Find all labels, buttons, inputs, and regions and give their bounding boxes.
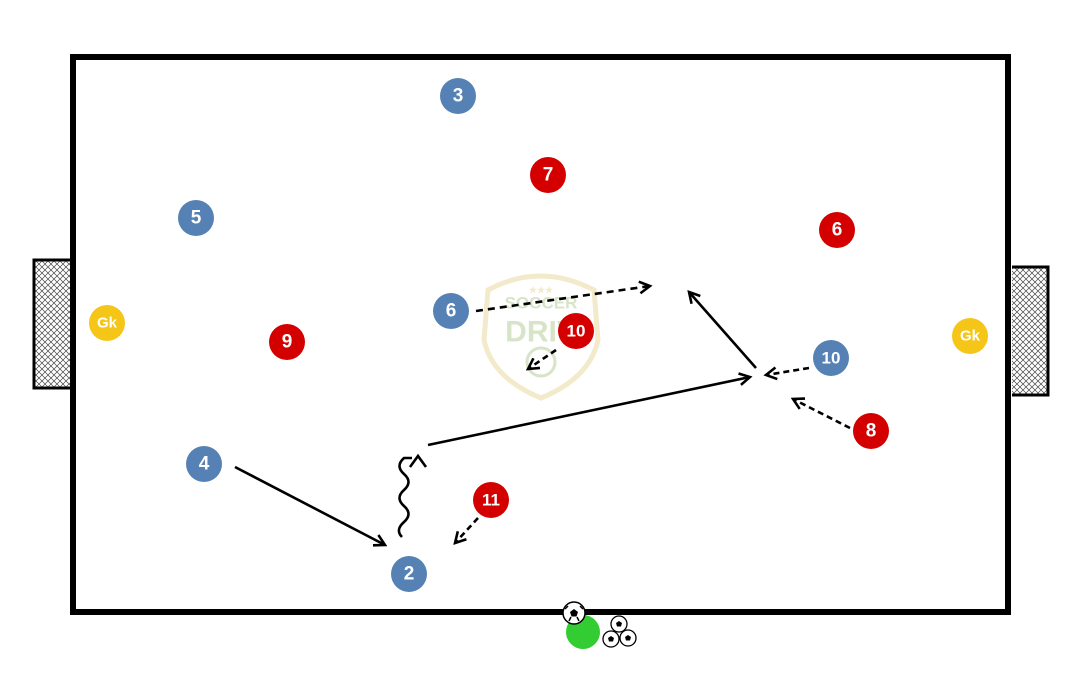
pitch-boundary bbox=[70, 54, 1011, 615]
player-blue-5: 5 bbox=[178, 200, 214, 236]
svg-text:2: 2 bbox=[404, 564, 415, 585]
run-10-red bbox=[528, 348, 557, 369]
blue-team: 3 5 6 10 4 2 bbox=[178, 78, 849, 592]
player-blue-3: 3 bbox=[440, 78, 476, 114]
player-blue-2: 2 bbox=[391, 556, 427, 592]
player-blue-6: 6 bbox=[433, 293, 469, 329]
run-8-red bbox=[793, 399, 851, 430]
player-blue-4: 4 bbox=[186, 446, 222, 482]
svg-text:7: 7 bbox=[543, 165, 554, 186]
goal-net-icon bbox=[1012, 265, 1050, 397]
svg-text:5: 5 bbox=[191, 208, 202, 229]
goal-net-icon bbox=[32, 258, 70, 390]
goalkeepers: Gk Gk bbox=[89, 305, 988, 354]
svg-text:10: 10 bbox=[822, 349, 841, 368]
svg-text:9: 9 bbox=[282, 332, 293, 353]
watermark-stars: ★★★ bbox=[529, 285, 554, 295]
player-red-9: 9 bbox=[269, 324, 305, 360]
watermark-line1: SOCCER bbox=[505, 294, 578, 313]
soccer-ball-icon bbox=[562, 601, 586, 625]
run-10-blue bbox=[766, 368, 810, 375]
dribble-2 bbox=[397, 456, 412, 538]
red-team: 7 6 9 10 8 11 bbox=[269, 157, 889, 518]
ball-supply bbox=[562, 601, 637, 649]
dribble-2-arrowhead bbox=[408, 453, 428, 468]
player-red-7: 7 bbox=[530, 157, 566, 193]
svg-text:4: 4 bbox=[199, 454, 210, 475]
soccer-ball-icon bbox=[610, 615, 628, 633]
action-lines bbox=[234, 286, 851, 545]
goalkeeper-right: Gk bbox=[952, 318, 988, 354]
player-red-11: 11 bbox=[473, 482, 509, 518]
soccer-ball-icon bbox=[602, 630, 620, 648]
run-6 bbox=[475, 286, 650, 313]
pass-10-forward bbox=[689, 292, 757, 369]
svg-text:Gk: Gk bbox=[97, 315, 118, 332]
svg-text:8: 8 bbox=[866, 421, 877, 442]
player-blue-10: 10 bbox=[813, 340, 849, 376]
svg-text:11: 11 bbox=[482, 491, 500, 510]
watermark-shield bbox=[481, 273, 601, 401]
svg-text:10: 10 bbox=[567, 322, 586, 341]
player-red-10: 10 bbox=[558, 313, 594, 349]
svg-text:3: 3 bbox=[453, 86, 464, 107]
pass-2-to-10 bbox=[427, 377, 750, 447]
goalkeeper-left: Gk bbox=[89, 305, 125, 341]
svg-text:6: 6 bbox=[832, 220, 843, 241]
player-red-6: 6 bbox=[819, 212, 855, 248]
svg-text:Gk: Gk bbox=[960, 328, 981, 345]
player-red-8: 8 bbox=[853, 413, 889, 449]
soccer-ball-icon bbox=[619, 629, 637, 647]
pass-4-to-2 bbox=[234, 465, 385, 545]
run-11-red bbox=[455, 517, 479, 543]
svg-text:6: 6 bbox=[446, 301, 457, 322]
